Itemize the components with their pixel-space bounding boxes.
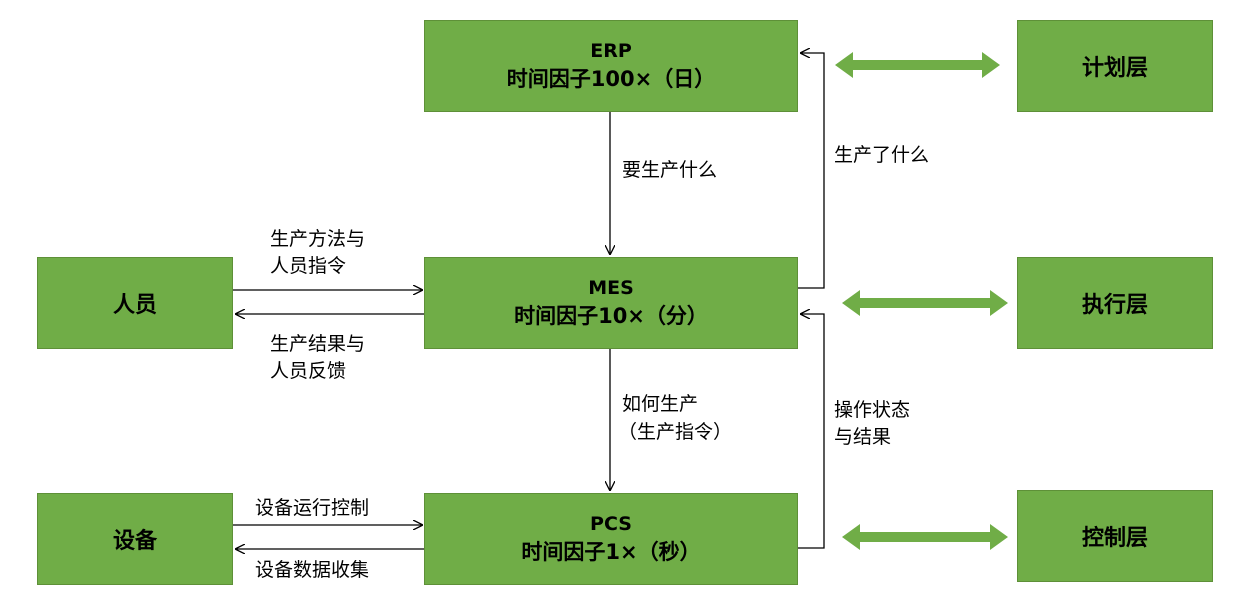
personnel-box: 人员 bbox=[37, 257, 233, 349]
mes-box: MES 时间因子10×（分） bbox=[424, 257, 798, 349]
label-mes-to-erp: 生产了什么 bbox=[834, 144, 930, 166]
arrow-pcs-to-mes bbox=[798, 314, 825, 549]
mes-subtitle: 时间因子10×（分） bbox=[514, 304, 708, 328]
equipment-box: 设备 bbox=[37, 493, 233, 585]
double-arrow-planning bbox=[835, 52, 1000, 78]
control-layer-label: 控制层 bbox=[1081, 526, 1148, 551]
personnel-label: 人员 bbox=[112, 293, 157, 318]
erp-title: ERP bbox=[590, 40, 632, 62]
double-arrow-execution bbox=[842, 290, 1008, 316]
label-mes-to-pcs-1: 如何生产 bbox=[622, 393, 699, 415]
planning-layer-box: 计划层 bbox=[1017, 20, 1213, 112]
pcs-title: PCS bbox=[590, 513, 632, 535]
label-mes-to-person-2: 人员反馈 bbox=[270, 360, 347, 382]
execution-layer-box: 执行层 bbox=[1017, 257, 1213, 349]
equipment-label: 设备 bbox=[112, 529, 157, 554]
label-pcs-to-mes-1: 操作状态 bbox=[834, 399, 911, 421]
label-equip-to-pcs: 设备运行控制 bbox=[255, 497, 370, 519]
label-person-to-mes-1: 生产方法与 bbox=[270, 228, 366, 250]
label-pcs-to-mes-2: 与结果 bbox=[834, 426, 892, 448]
arrow-mes-to-erp bbox=[798, 53, 825, 289]
label-person-to-mes-2: 人员指令 bbox=[270, 255, 347, 277]
label-mes-to-pcs-2: （生产指令） bbox=[618, 421, 733, 443]
double-arrow-control bbox=[842, 524, 1008, 550]
erp-subtitle: 时间因子100×（日） bbox=[506, 67, 716, 91]
control-layer-box: 控制层 bbox=[1017, 490, 1213, 582]
planning-layer-label: 计划层 bbox=[1081, 56, 1148, 81]
label-erp-to-mes: 要生产什么 bbox=[622, 159, 718, 181]
mes-title: MES bbox=[588, 277, 634, 299]
pcs-box: PCS 时间因子1×（秒） bbox=[424, 493, 798, 585]
label-mes-to-person-1: 生产结果与 bbox=[270, 333, 366, 355]
execution-layer-label: 执行层 bbox=[1081, 293, 1148, 318]
pcs-subtitle: 时间因子1×（秒） bbox=[521, 540, 701, 564]
erp-box: ERP 时间因子100×（日） bbox=[424, 20, 798, 112]
label-pcs-to-equip: 设备数据收集 bbox=[255, 559, 370, 581]
